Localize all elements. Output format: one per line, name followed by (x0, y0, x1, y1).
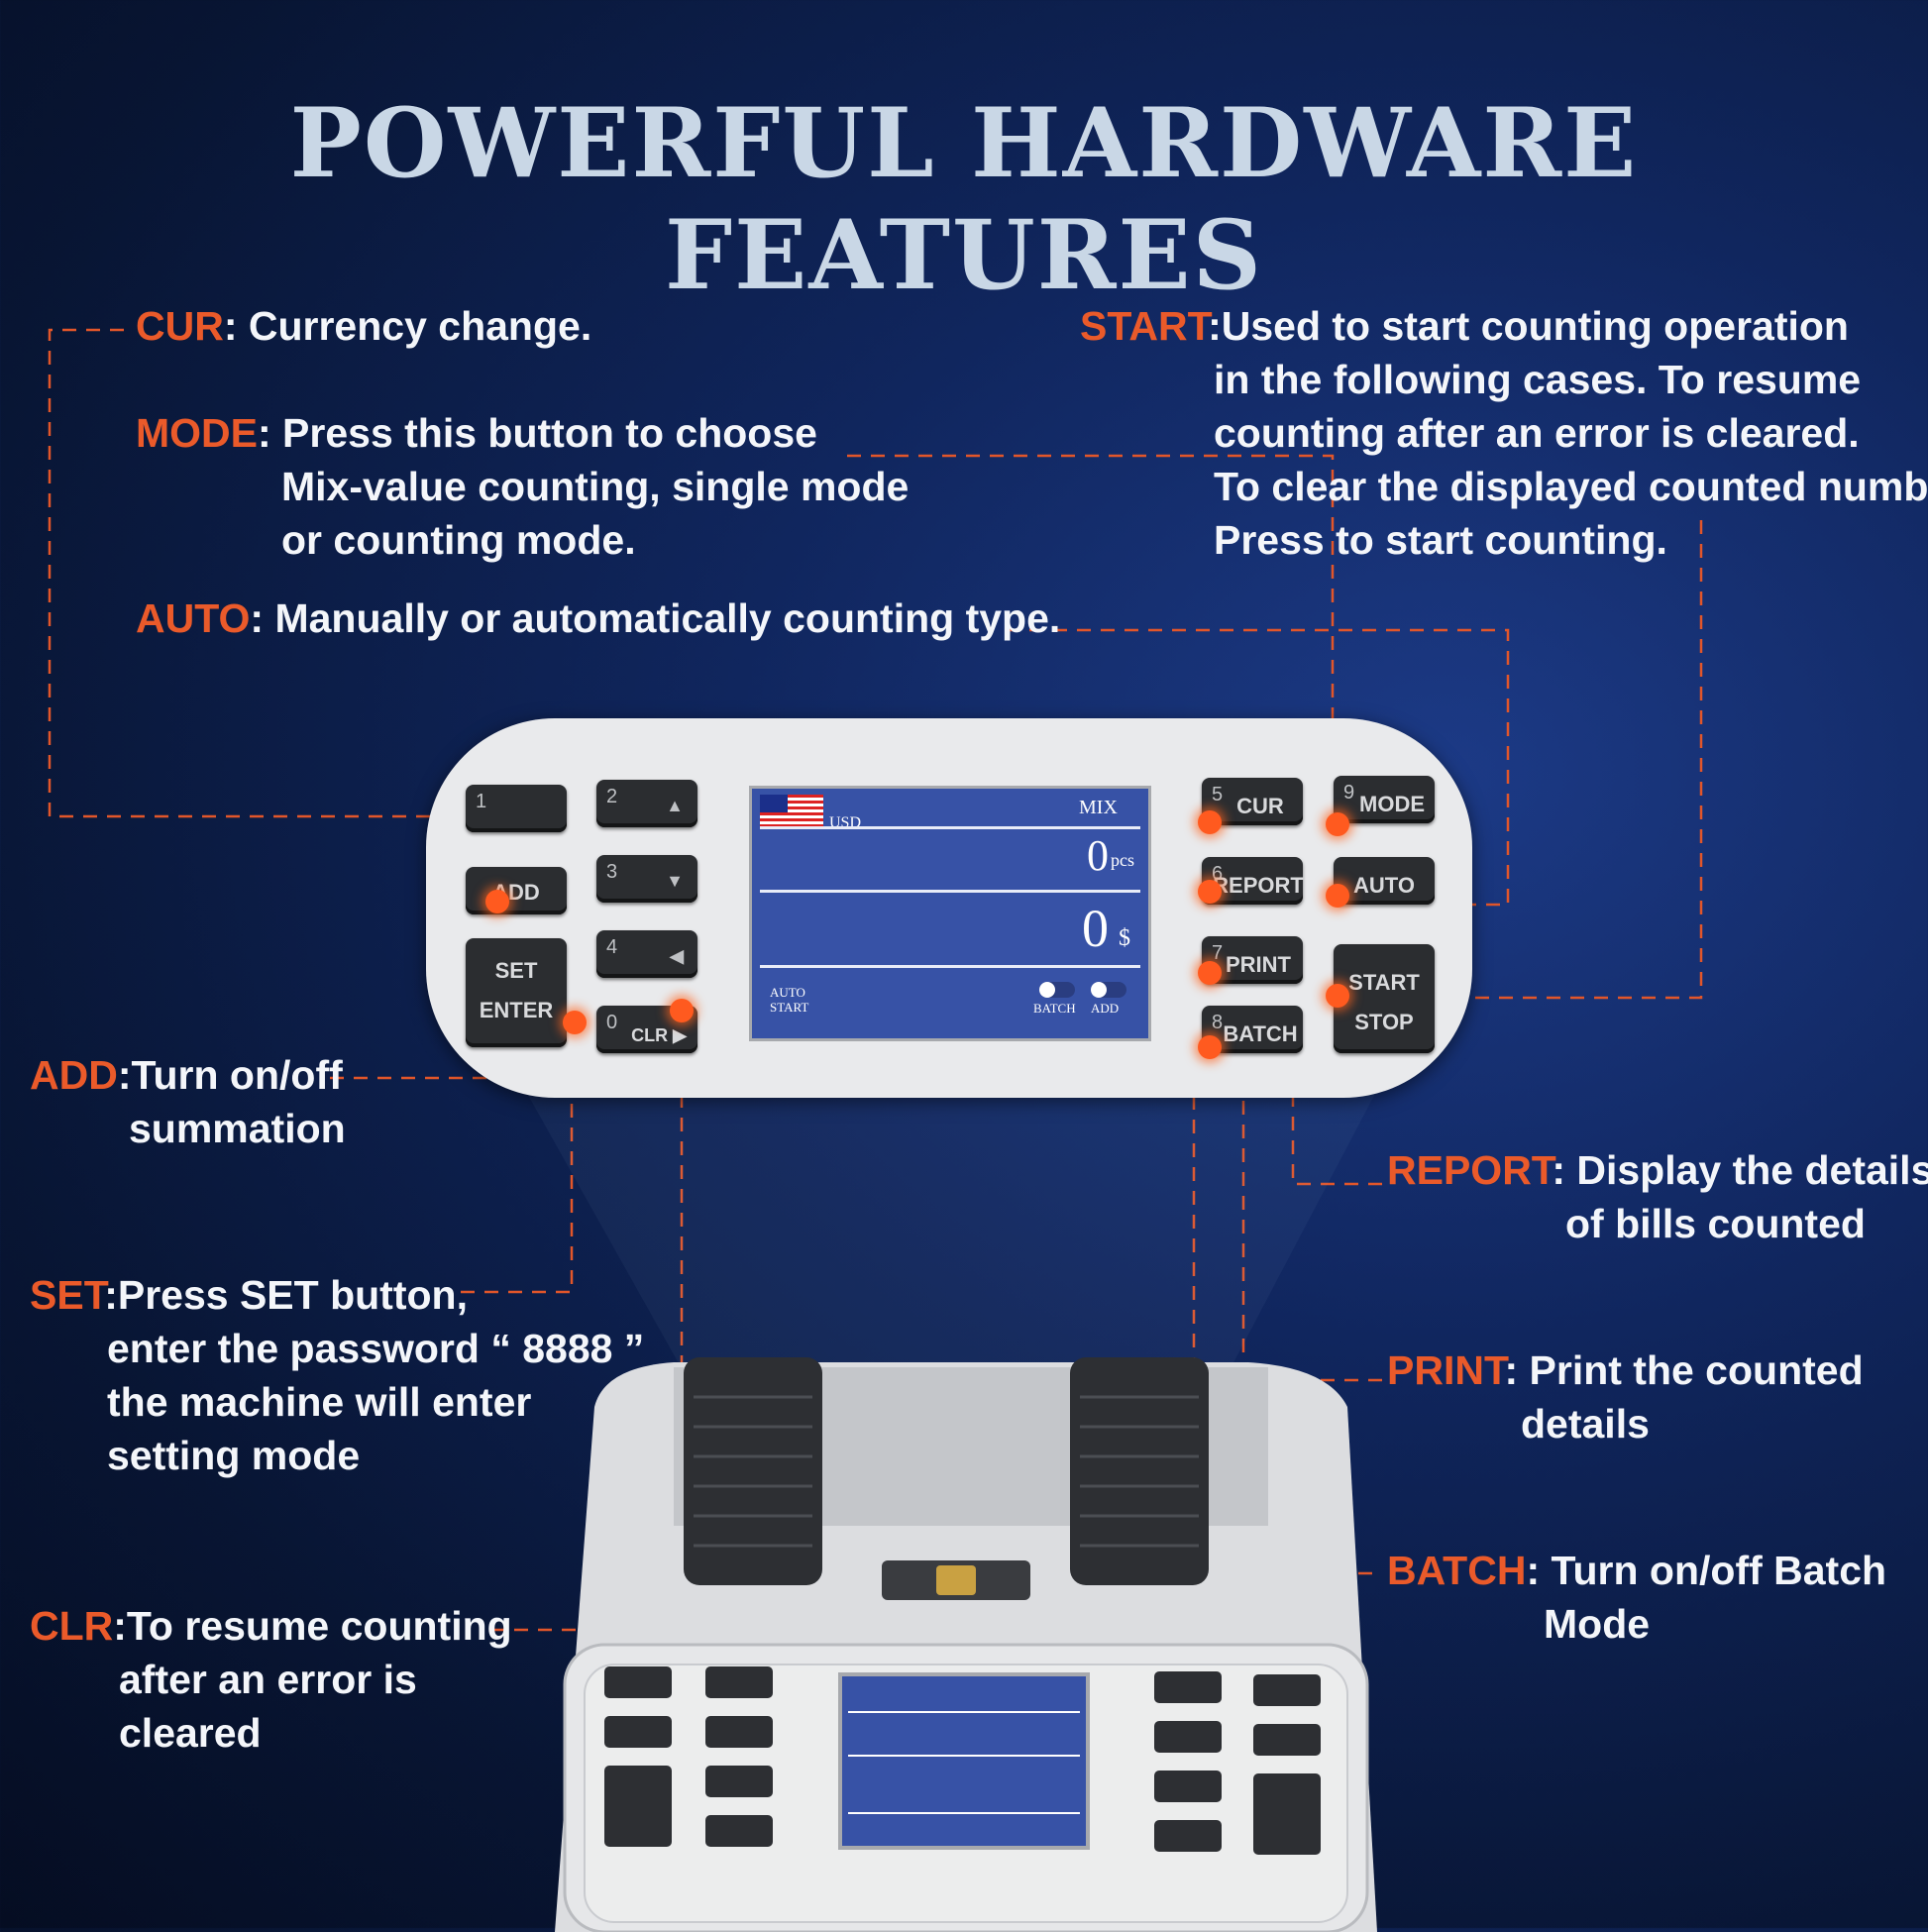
annotation-text: summation (129, 1106, 346, 1151)
highlight-dot (1198, 961, 1222, 985)
highlight-dot (1326, 812, 1349, 836)
annotation-text: : Currency change. (223, 303, 592, 349)
annotation-key: PRINT (1387, 1347, 1505, 1393)
annotation-text: counting after an error is cleared. (1214, 410, 1860, 456)
highlight-dot (1198, 810, 1222, 834)
annotation-mode: MODE: Press this button to choose Mix-va… (136, 406, 909, 567)
annotation-text: after an error is (119, 1657, 417, 1702)
highlight-dot (670, 999, 694, 1022)
annotation-print: PRINT: Print the counted details (1387, 1343, 1864, 1450)
annotation-key: SET (30, 1272, 105, 1318)
annotation-text: :Used to start counting operation (1208, 303, 1849, 349)
annotation-text: cleared (119, 1710, 262, 1756)
highlight-dot (1326, 984, 1349, 1008)
key-2[interactable]: 2▲ (596, 780, 697, 827)
screen-amount: 0 (1082, 899, 1109, 958)
annotation-key: CLR (30, 1603, 114, 1649)
annotation-add: ADD:Turn on/off summation (30, 1048, 346, 1155)
annotation-text: or counting mode. (281, 517, 636, 563)
screen-batch-label: BATCH (1033, 1001, 1076, 1016)
annotation-auto: AUTO: Manually or automatically counting… (136, 591, 1060, 645)
key-3[interactable]: 3▼ (596, 855, 697, 903)
annotation-text: : Turn on/off Batch (1526, 1548, 1887, 1593)
annotation-text: : Print the counted (1504, 1347, 1864, 1393)
key-4[interactable]: 4◀ (596, 930, 697, 978)
highlight-dot (1198, 880, 1222, 904)
highlight-dot (485, 890, 509, 913)
annotation-key: BATCH (1387, 1548, 1527, 1593)
highlight-dot (1198, 1035, 1222, 1059)
key-1[interactable]: 1 (466, 785, 567, 832)
batch-toggle (1039, 982, 1075, 998)
annotation-text: Mix-value counting, single mode (281, 464, 910, 509)
annotation-text: : Display the details (1552, 1147, 1928, 1193)
annotation-cur: CUR: Currency change. (136, 299, 591, 353)
us-flag-icon (760, 795, 823, 828)
annotation-text: Mode (1544, 1601, 1651, 1647)
annotation-text: :Press SET button, (104, 1272, 468, 1318)
add-button[interactable]: ADD (466, 867, 567, 914)
annotation-text: setting mode (107, 1433, 361, 1478)
annotation-text: details (1521, 1401, 1650, 1447)
annotation-text: of bills counted (1565, 1201, 1866, 1246)
annotation-key: AUTO (136, 595, 251, 641)
annotation-report: REPORT: Display the details of bills cou… (1387, 1143, 1928, 1250)
annotation-text: : Manually or automatically counting typ… (250, 595, 1061, 641)
screen-count-unit: pcs (1111, 850, 1134, 870)
screen-add-label: ADD (1091, 1001, 1120, 1016)
annotation-text: in the following cases. To resume (1214, 357, 1862, 402)
annotation-key: CUR (136, 303, 224, 349)
annotation-clr: CLR:To resume counting after an error is… (30, 1599, 512, 1760)
annotation-text: Press to start counting. (1214, 517, 1667, 563)
screen-mode: MIX (1079, 797, 1118, 818)
screen-count: 0 (1087, 831, 1109, 880)
annotation-text: To clear the displayed counted number. (1214, 464, 1928, 509)
highlight-dot (1326, 884, 1349, 908)
screen-currency: USD (829, 814, 862, 831)
page-title: POWERFUL HARDWARE FEATURES (289, 87, 1639, 311)
annotation-text: : Press this button to choose (258, 410, 817, 456)
auto-button[interactable]: AUTO (1334, 857, 1435, 905)
annotation-batch: BATCH: Turn on/off Batch Mode (1387, 1544, 1886, 1651)
add-toggle (1091, 982, 1126, 998)
screen-amount-unit: $ (1119, 925, 1130, 951)
annotation-key: START (1080, 303, 1209, 349)
annotation-set: SET:Press SET button, enter the password… (30, 1268, 644, 1482)
annotation-text: :Turn on/off (117, 1052, 343, 1098)
annotation-text: the machine will enter (107, 1379, 532, 1425)
money-counter-machine (555, 1357, 1377, 1932)
annotation-text: enter the password “ 8888 ” (107, 1326, 645, 1371)
annotation-text: :To resume counting (113, 1603, 512, 1649)
annotation-key: MODE (136, 410, 258, 456)
highlight-dot (563, 1011, 587, 1034)
annotation-key: ADD (30, 1052, 118, 1098)
annotation-key: REPORT (1387, 1147, 1553, 1193)
annotation-start: START:Used to start counting operation i… (1080, 299, 1928, 567)
